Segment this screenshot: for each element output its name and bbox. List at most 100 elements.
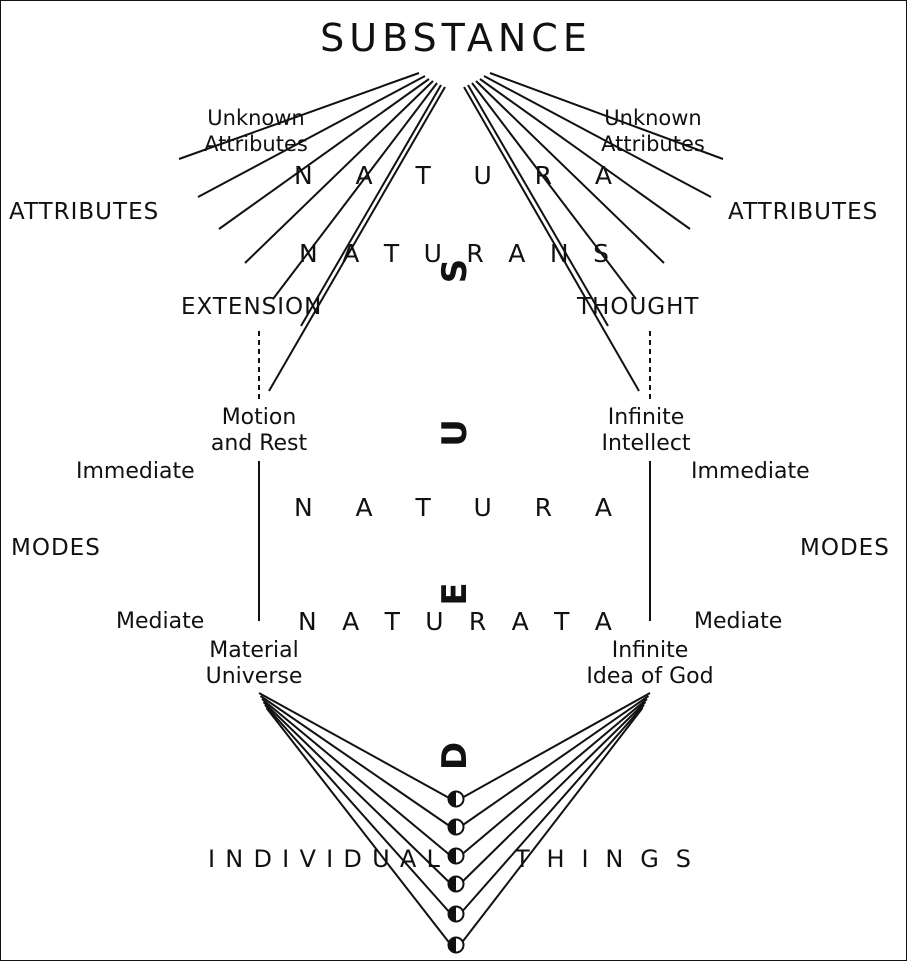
- natura-naturans-1-letter-4: R: [534, 161, 553, 190]
- individual-thing-node: [447, 818, 465, 836]
- fan-right-line-3: [475, 80, 665, 264]
- fan-bottom-left-line-2: [261, 698, 452, 857]
- unknown-attributes-left: Unknown Attributes: [204, 105, 308, 157]
- natura-naturata-2-letter-3: U: [425, 607, 444, 636]
- deus-letter-s: S: [435, 258, 475, 284]
- individual-letter-9: L: [426, 845, 440, 873]
- thought-attribute: THOUGHT: [577, 294, 700, 320]
- fan-right-line-5: [467, 84, 609, 327]
- individual-letter-3: I: [282, 845, 290, 873]
- immediate-right-label: Immediate: [691, 459, 810, 484]
- motion-line2: and Rest: [210, 431, 308, 456]
- things-letter-3: N: [605, 845, 624, 873]
- fan-bottom-right-line-4: [459, 704, 645, 915]
- unknown-left-line2: Attributes: [204, 132, 308, 156]
- fan-right-line-4: [471, 82, 637, 300]
- natura-naturata-1-letter-2: T: [415, 493, 431, 522]
- modes-left-label: MODES: [11, 535, 101, 561]
- fan-bottom-left-line-4: [264, 704, 452, 915]
- motion-and-rest: Motion and Rest: [211, 405, 307, 457]
- things-letter-0: T: [515, 845, 530, 873]
- natura-naturans-2-letter-2: T: [383, 239, 400, 268]
- modes-right-label: MODES: [800, 535, 890, 561]
- individual-letter-1: N: [225, 845, 244, 873]
- unknown-attributes-right: Unknown Attributes: [601, 105, 705, 157]
- unknown-left-line1: Unknown: [207, 106, 305, 130]
- natura-naturata-2-letter-2: T: [384, 607, 400, 636]
- fan-right-line-0: [489, 72, 724, 160]
- natura-naturata-1-letter-4: R: [534, 493, 553, 522]
- natura-naturata-2-letter-0: N: [298, 607, 317, 636]
- fan-bottom-right-line-5: [459, 707, 644, 946]
- individual-letter-6: D: [343, 845, 362, 873]
- natura-naturans-2-letter-4: R: [466, 239, 484, 268]
- idea-line1: Infinite: [611, 638, 689, 663]
- individual-thing-node: [447, 905, 465, 923]
- fan-left-line-1: [197, 75, 426, 198]
- infinite-intellect: Infinite Intellect: [601, 405, 690, 457]
- individual-thing-node: [447, 875, 465, 893]
- things-letter-4: G: [640, 845, 659, 873]
- natura-naturans-1-letter-2: T: [415, 161, 431, 190]
- fan-left-line-5: [300, 84, 442, 327]
- things-letter-1: H: [546, 845, 565, 873]
- motion-line1: Motion: [221, 405, 297, 430]
- natura-naturata-1-letter-3: U: [473, 493, 492, 522]
- natura-naturata-2-letter-1: A: [342, 607, 360, 636]
- fan-left-line-3: [244, 80, 434, 264]
- mediate-left-label: Mediate: [116, 609, 205, 634]
- attribute-fan-left: [178, 72, 446, 392]
- fan-left-line-4: [272, 82, 438, 300]
- individual-letter-0: I: [208, 845, 216, 873]
- fan-bottom-left-line-3: [262, 701, 452, 885]
- extension-attribute: EXTENSION: [181, 294, 323, 320]
- fan-left-line-6: [268, 86, 446, 392]
- attribute-fan-right: [463, 72, 724, 392]
- fan-left-line-0: [178, 72, 420, 160]
- fan-right-line-2: [479, 78, 691, 230]
- infinite-idea-of-god: Infinite Idea of God: [586, 638, 713, 690]
- individual-fan-left: [258, 692, 452, 946]
- natura-naturata-2-letter-6: T: [554, 607, 570, 636]
- fan-bottom-left-line-1: [259, 695, 452, 828]
- individual-letter-7: U: [372, 845, 390, 873]
- mediate-right-label: Mediate: [694, 609, 783, 634]
- unknown-right-line2: Attributes: [601, 132, 705, 156]
- natura-naturans-2-letter-3: U: [423, 239, 442, 268]
- mode-column-lines: [258, 331, 651, 621]
- natura-naturata-2-letter-7: A: [594, 607, 612, 636]
- material-line2: Universe: [205, 664, 303, 689]
- intellect-line2: Intellect: [601, 431, 691, 456]
- individual-thing-node: [447, 847, 465, 865]
- natura-naturans-1-letter-1: A: [355, 161, 373, 190]
- individual-thing-node: [447, 936, 465, 954]
- attributes-left-label: ATTRIBUTES: [9, 199, 160, 225]
- individual-letter-8: A: [399, 845, 417, 873]
- immediate-left-label: Immediate: [76, 459, 195, 484]
- fan-bottom-left-line-5: [265, 707, 452, 946]
- attributes-right-label: ATTRIBUTES: [728, 199, 879, 225]
- natura-naturata-2-letter-5: A: [511, 607, 529, 636]
- natura-naturans-1-letter-0: N: [294, 161, 313, 190]
- natura-naturans-2-letter-6: N: [549, 239, 569, 268]
- fan-right-line-6: [463, 86, 640, 392]
- individual-fan-right: [459, 692, 651, 946]
- fan-bottom-right-line-0: [459, 692, 651, 800]
- intellect-line1: Infinite: [607, 405, 685, 430]
- unknown-right-line1: Unknown: [604, 106, 702, 130]
- natura-naturans-1-letter-3: U: [473, 161, 492, 190]
- material-universe: Material Universe: [206, 638, 303, 690]
- things-letter-5: S: [675, 845, 691, 873]
- fan-left-line-2: [218, 78, 430, 230]
- fan-right-line-1: [483, 75, 712, 198]
- individual-things-nodes: [447, 790, 465, 954]
- fan-bottom-right-line-3: [459, 701, 647, 885]
